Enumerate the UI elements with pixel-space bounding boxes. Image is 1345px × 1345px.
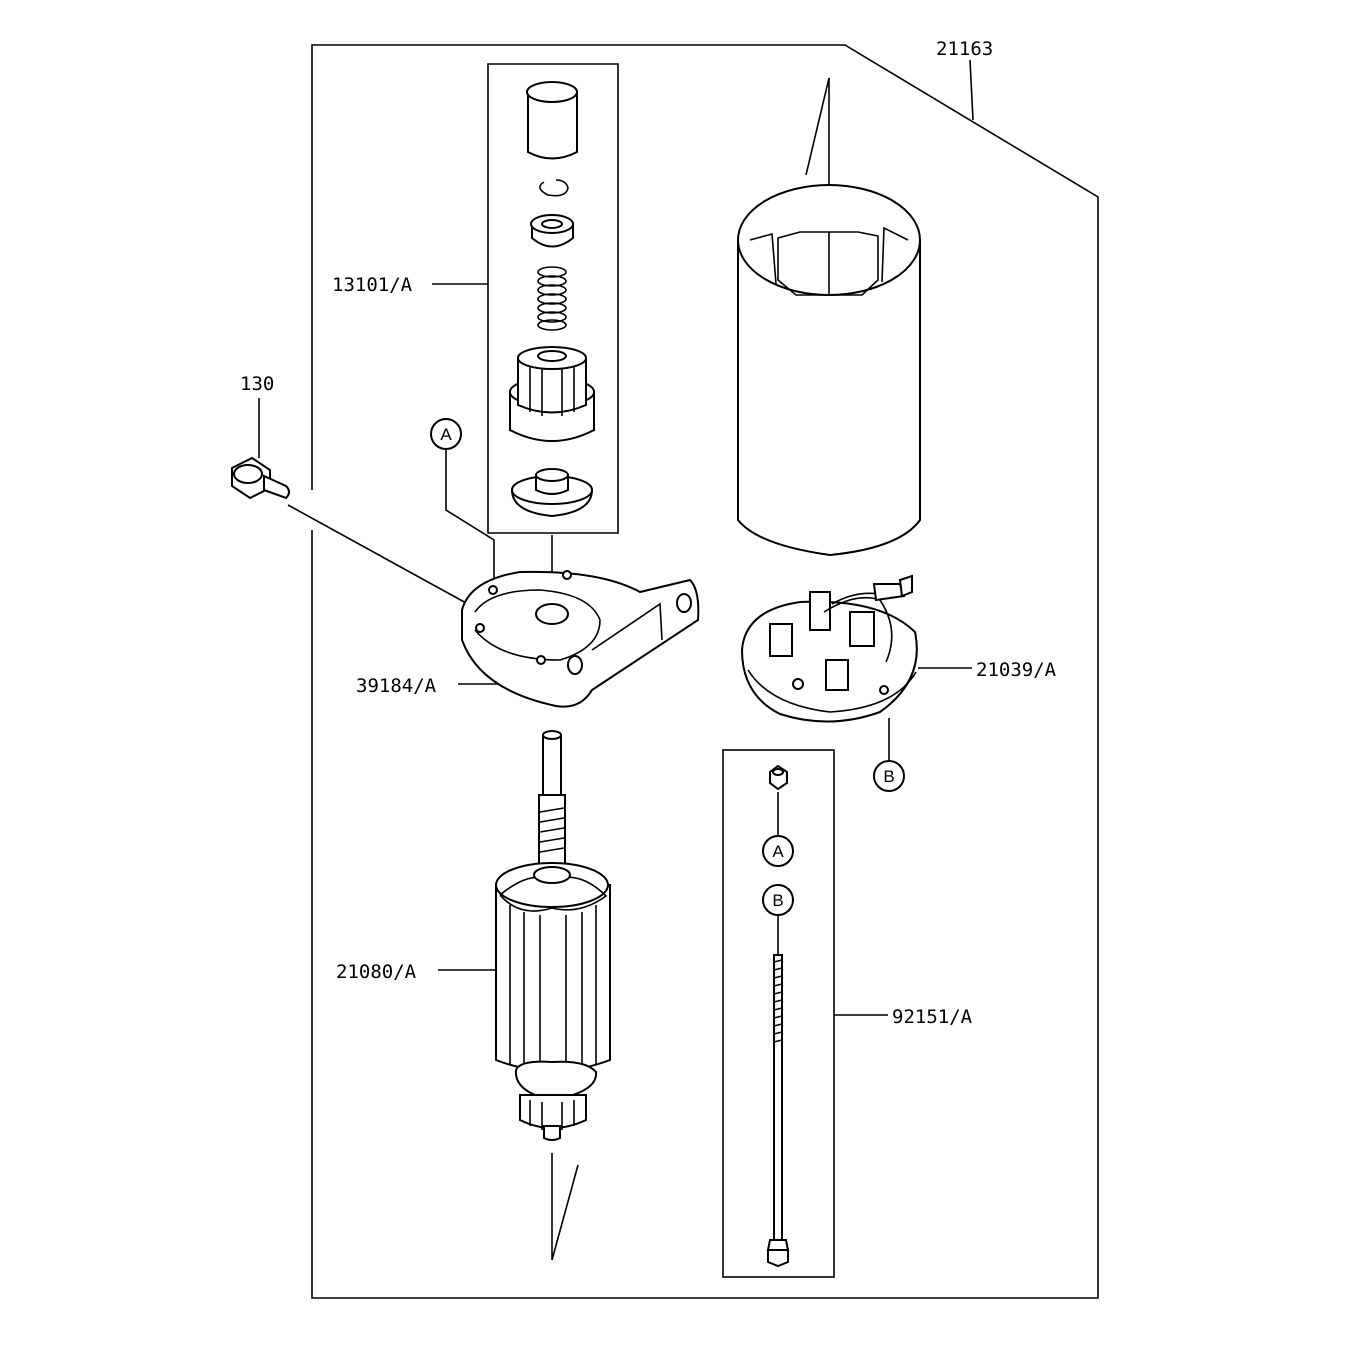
assembly-frame: [311, 44, 1099, 1299]
through-bolt-kit-frame: [722, 749, 835, 1278]
svg-text:A: A: [440, 425, 452, 444]
brush-holder-part: [740, 574, 918, 723]
marker-a-bolt: A: [762, 835, 794, 867]
snap-ring-part: [539, 179, 569, 197]
label-bolt: 130: [240, 373, 274, 395]
through-bolt-nut-part: [769, 764, 788, 791]
marker-a-bracket: A: [430, 418, 462, 450]
marker-b-brush: B: [873, 760, 905, 792]
collar-part: [530, 214, 574, 248]
marker-b-bolt: B: [762, 884, 794, 916]
label-armature: 21080/A: [336, 961, 417, 983]
svg-text:B: B: [772, 891, 783, 910]
svg-text:A: A: [772, 842, 784, 861]
svg-text:B: B: [883, 767, 894, 786]
pinion-gear-part: [509, 346, 595, 442]
pinion-kit-frame: [487, 63, 619, 534]
stop-collar-part: [511, 468, 594, 518]
yoke-housing-part: [737, 184, 921, 557]
label-through-bolt-kit: 92151/A: [892, 1006, 973, 1028]
front-bracket-part: [461, 570, 700, 708]
label-assembly: 21163: [936, 38, 993, 60]
label-brush-holder: 21039/A: [976, 659, 1057, 681]
armature-part: [495, 730, 611, 1141]
through-bolt-part: [766, 954, 790, 1268]
label-pinion-kit: 13101/A: [332, 274, 413, 296]
label-front-bracket: 39184/A: [356, 675, 437, 697]
spring-part: [537, 266, 567, 331]
pinion-cap-part: [526, 81, 578, 160]
flange-bolt-part: [231, 456, 290, 500]
